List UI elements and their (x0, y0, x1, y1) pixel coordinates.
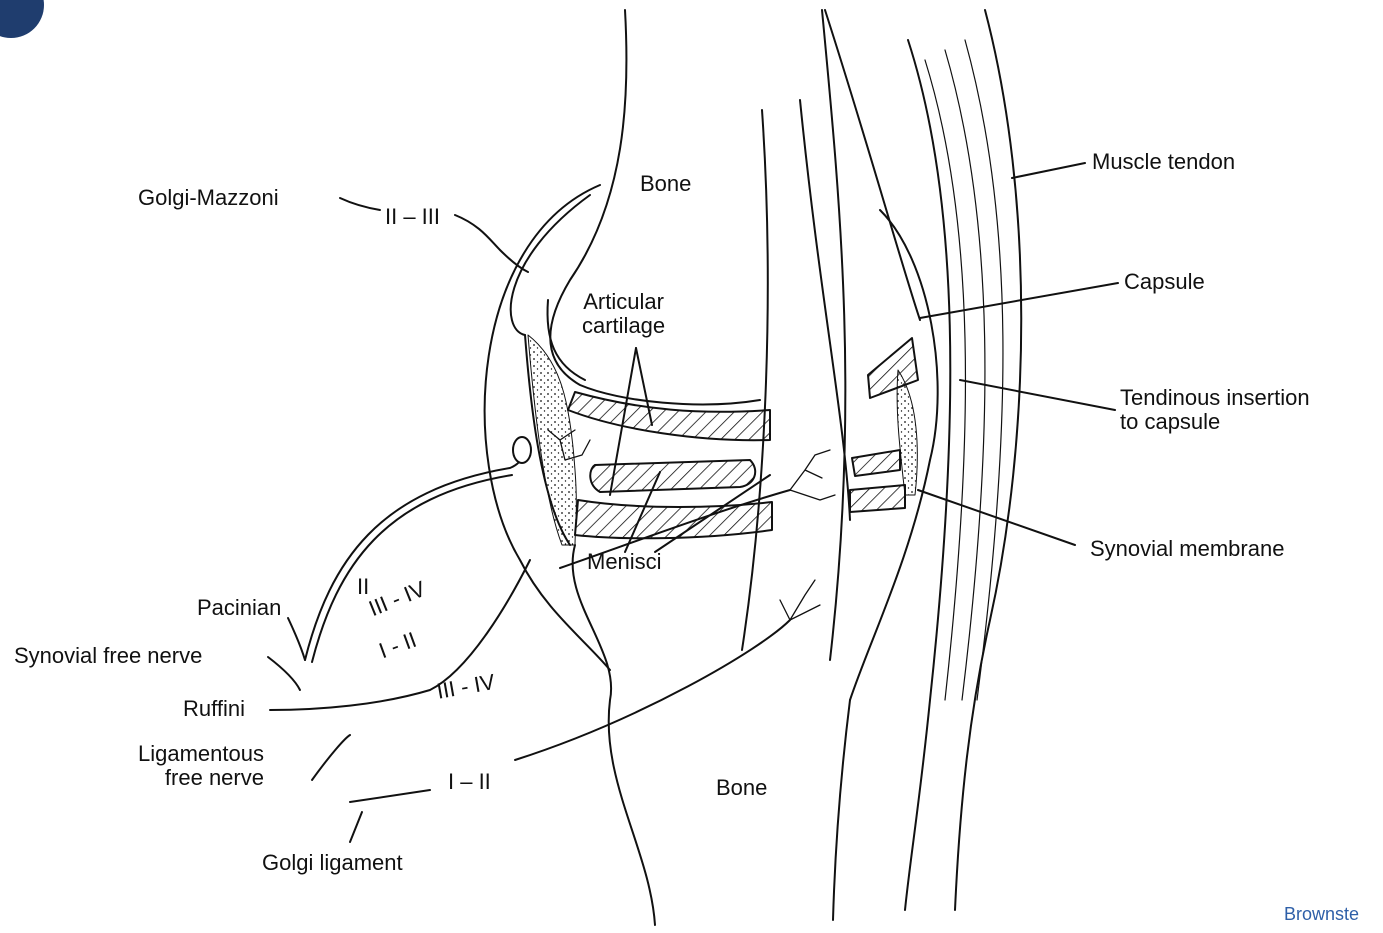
cartilage-right-mid (852, 450, 900, 476)
femur-outline (550, 10, 760, 404)
ligament-right-edge (822, 10, 845, 660)
label-capsule: Capsule (1124, 270, 1205, 294)
label-muscle-tendon: Muscle tendon (1092, 150, 1235, 174)
leader-muscle-tendon (1012, 163, 1085, 178)
leader-golgi-mazzoni (340, 198, 380, 210)
leader-synovial-membrane (918, 490, 1075, 545)
ligament-left-edge (742, 110, 768, 650)
source-credit: Brownste (1284, 904, 1359, 925)
synovium-right (897, 370, 917, 495)
ligament-center-edge (800, 100, 850, 520)
cartilage-right-lower (850, 485, 905, 512)
leader-tendinous-insertion (960, 380, 1115, 410)
label-bone-bottom: Bone (716, 776, 767, 800)
label-pacinian: Pacinian (197, 596, 281, 620)
label-menisci: Menisci (587, 550, 662, 574)
label-articular-cartilage: Articular cartilage (582, 290, 665, 338)
cartilage-right-upper (868, 338, 918, 398)
nerve-tree-ligament (790, 450, 835, 500)
label-ligamentous-free-nerve: Ligamentous free nerve (138, 742, 264, 790)
label-synovial-membrane: Synovial membrane (1090, 537, 1284, 561)
label-golgi-ligament: Golgi ligament (262, 851, 403, 875)
leader-synovial-free-nerve (268, 657, 300, 690)
leader-golgi-ligament (350, 790, 430, 842)
fiber-golgi-ligament: I – II (448, 770, 491, 794)
fiber-pacinian: II (357, 575, 369, 599)
tibia-right-edge (833, 700, 850, 920)
capsule-left-inner (511, 195, 590, 335)
leader-ligamentous-free-nerve (312, 735, 350, 780)
leader-pacinian (288, 618, 305, 660)
nerve-golgi-ligament (515, 620, 790, 760)
pacinian-corpuscle (513, 437, 531, 463)
label-bone-top: Bone (640, 172, 691, 196)
nerve-tree-golgi (780, 580, 820, 620)
cartilage-femur (568, 392, 770, 440)
label-ruffini: Ruffini (183, 697, 245, 721)
synovium-left (528, 335, 576, 545)
label-synovial-free-nerve: Synovial free nerve (14, 644, 202, 668)
label-tendinous-insertion: Tendinous insertion to capsule (1120, 386, 1310, 434)
fiber-golgi-mazzoni: II – III (385, 205, 440, 229)
label-golgi-mazzoni: Golgi-Mazzoni (138, 186, 279, 210)
femur-right-edge (825, 10, 920, 320)
tendon-fiber-3 (965, 40, 1003, 700)
